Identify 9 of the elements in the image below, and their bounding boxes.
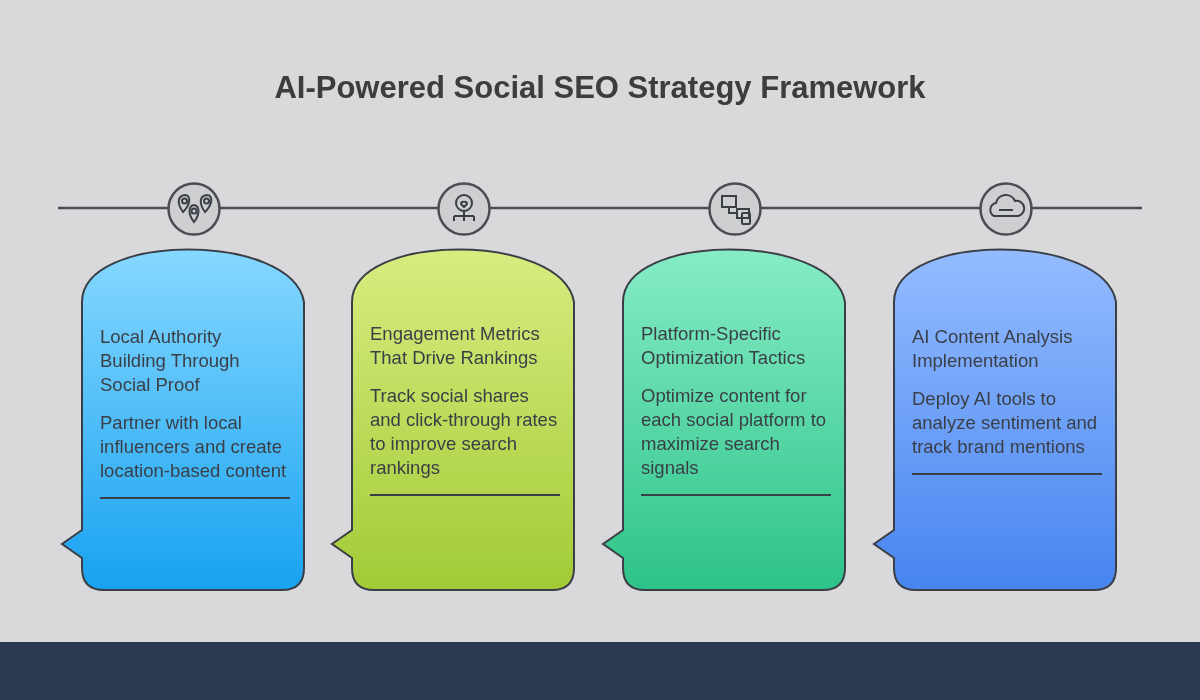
card-heading: AI Content Analysis Implementation (912, 325, 1074, 373)
card-description: Optimize content for each social platform to maximize search signals (641, 384, 831, 496)
card-description: Deploy AI tools to analyze sentiment and track brand mentions (912, 387, 1102, 475)
card-description: Partner with local influencers and create location-based content (100, 411, 290, 499)
title: AI-Powered Social SEO Strategy Framework (273, 70, 927, 106)
card-description: Track social shares and click-through rates to improve search rankings (370, 384, 560, 496)
card-heading: Local Authority Building Through Social Proof (100, 325, 241, 397)
card-heading: Engagement Metrics That Drive Rankings (370, 322, 541, 370)
card-heading: Platform-Specific Optimization Tactics (641, 322, 807, 370)
